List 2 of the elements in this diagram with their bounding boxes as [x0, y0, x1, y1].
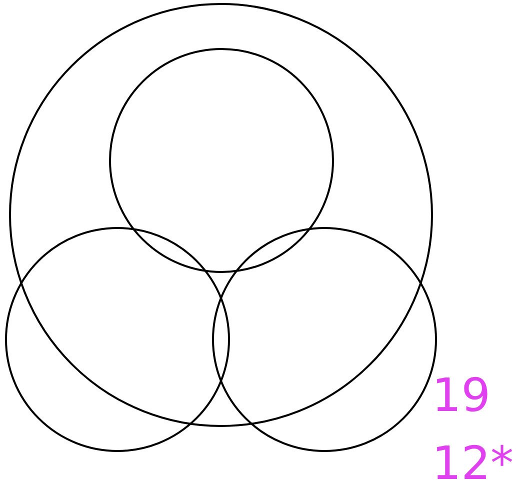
count-label: 12*	[432, 440, 514, 486]
count-label: 19	[432, 372, 491, 418]
